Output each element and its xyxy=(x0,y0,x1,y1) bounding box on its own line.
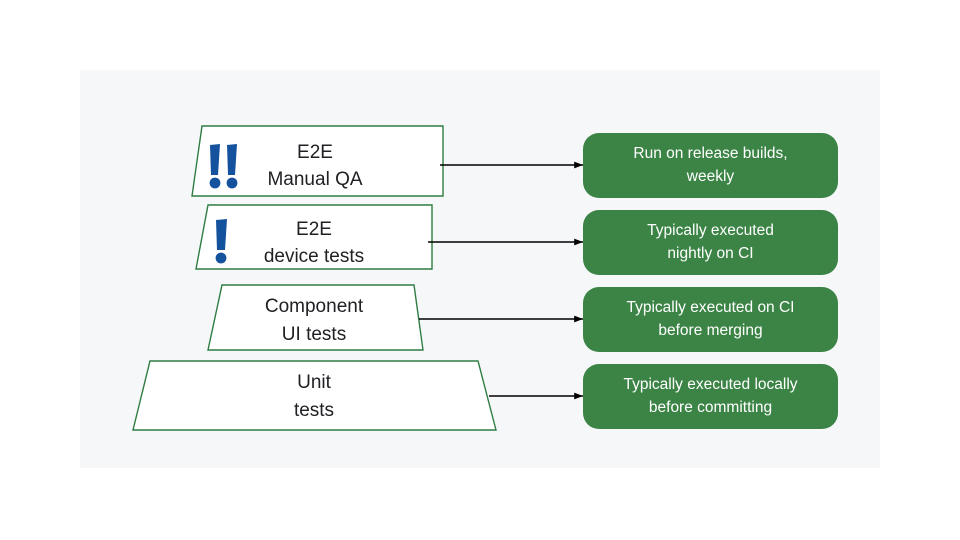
pyramid-label-line1-unit-tests: Unit xyxy=(297,372,332,393)
callout-label-line2-e2e-device-tests: nightly on CI xyxy=(667,245,753,262)
pyramid-level-unit-tests[interactable]: Unit tests xyxy=(132,360,497,431)
pyramid-label-line1-e2e-device-tests: E2E xyxy=(296,219,332,240)
callout-label-line1-e2e-manual-qa: Run on release builds, xyxy=(633,145,787,162)
callout-box-component-ui-tests[interactable] xyxy=(583,287,838,352)
double-exclamation-icon xyxy=(209,144,238,189)
pyramid-trapezoid-unit-tests[interactable] xyxy=(132,360,497,431)
callout-unit-tests[interactable]: Typically executed locally before commit… xyxy=(583,364,838,429)
pyramid-level-e2e-manual-qa[interactable]: E2E Manual QA xyxy=(191,125,444,197)
callout-label-line2-component-ui-tests: before merging xyxy=(658,322,762,339)
callout-label-line1-e2e-device-tests: Typically executed xyxy=(647,222,774,239)
callout-e2e-device-tests[interactable]: Typically executed nightly on CI xyxy=(583,210,838,275)
callout-e2e-manual-qa[interactable]: Run on release builds, weekly xyxy=(583,133,838,198)
pyramid-trapezoid-e2e-manual-qa[interactable] xyxy=(191,125,444,197)
callout-label-line1-unit-tests: Typically executed locally xyxy=(623,376,797,393)
single-exclamation-icon xyxy=(215,219,227,264)
pyramid-trapezoid-component-ui-tests[interactable] xyxy=(207,284,424,351)
callout-label-line2-e2e-manual-qa: weekly xyxy=(686,168,735,185)
pyramid-level-e2e-device-tests[interactable]: E2E device tests xyxy=(195,204,433,270)
callout-label-line1-component-ui-tests: Typically executed on CI xyxy=(626,299,794,316)
callout-box-e2e-manual-qa[interactable] xyxy=(583,133,838,198)
pyramid-trapezoid-e2e-device-tests[interactable] xyxy=(195,204,433,270)
callout-component-ui-tests[interactable]: Typically executed on CI before merging xyxy=(583,287,838,352)
pyramid-level-component-ui-tests[interactable]: Component UI tests xyxy=(207,284,424,351)
pyramid-label-line2-component-ui-tests: UI tests xyxy=(282,324,346,345)
pyramid-label-line2-e2e-manual-qa: Manual QA xyxy=(267,169,362,190)
callout-box-e2e-device-tests[interactable] xyxy=(583,210,838,275)
pyramid-label-line2-unit-tests: tests xyxy=(294,400,334,421)
callout-label-line2-unit-tests: before committing xyxy=(649,399,772,416)
pyramid-label-line1-e2e-manual-qa: E2E xyxy=(297,142,333,163)
pyramid-label-line1-component-ui-tests: Component xyxy=(265,296,364,317)
callout-box-unit-tests[interactable] xyxy=(583,364,838,429)
pyramid-label-line2-e2e-device-tests: device tests xyxy=(264,246,364,267)
